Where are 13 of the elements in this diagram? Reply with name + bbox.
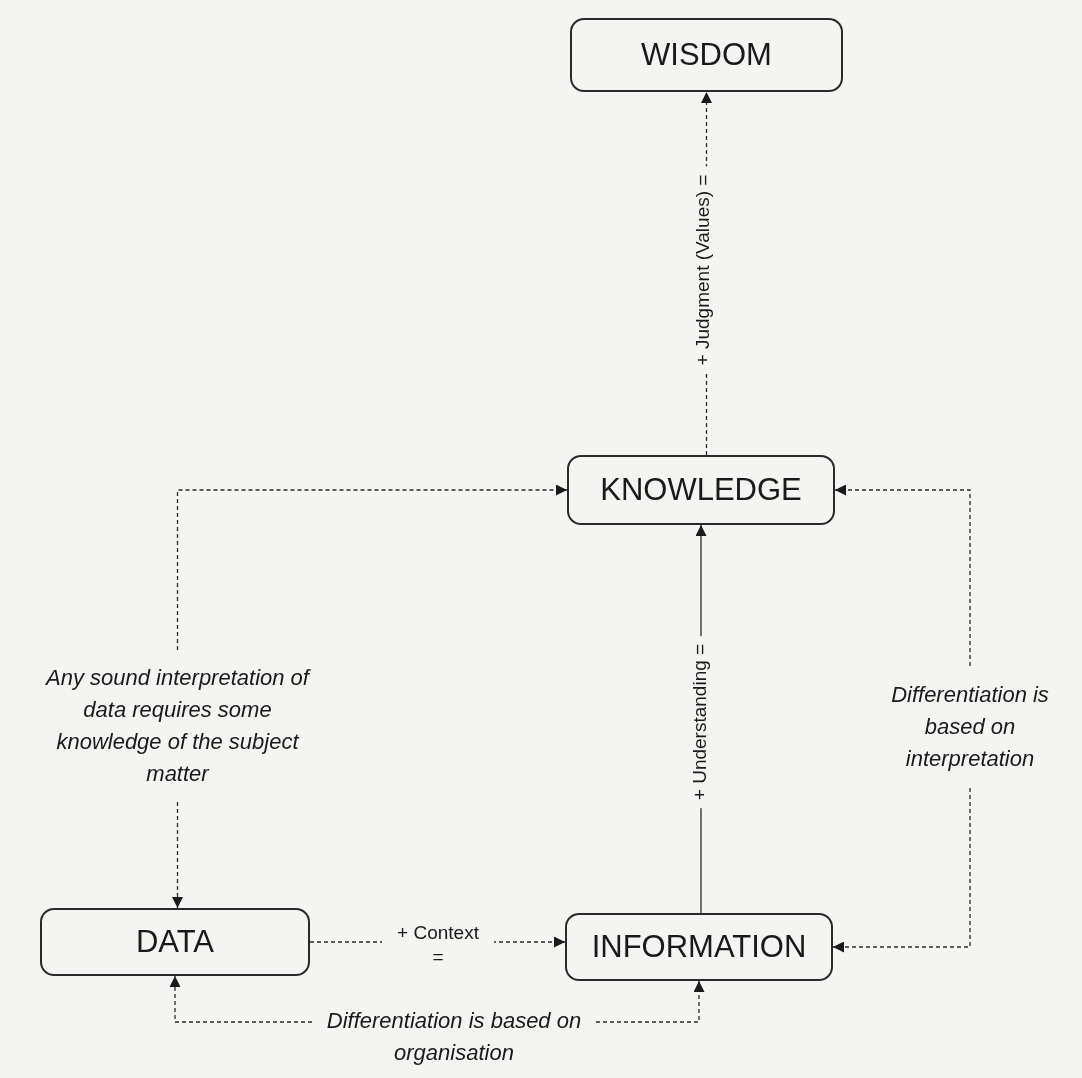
arrow <box>834 484 971 667</box>
arrow <box>832 787 971 953</box>
arrow <box>595 980 705 1023</box>
annotation-text: Differentiation is based on interpretation <box>870 672 1070 782</box>
rounded-box: DATA <box>40 908 310 976</box>
annotation-text: Any sound interpretation of data requires some knowledge of the subject matter <box>40 656 315 796</box>
rounded-box: INFORMATION <box>565 913 833 981</box>
rounded-box: KNOWLEDGE <box>567 455 835 525</box>
annotation-text: Differentiation is based on organisation <box>318 1004 590 1070</box>
arrow <box>172 801 183 909</box>
arrow <box>176 484 568 651</box>
rounded-box: WISDOM <box>570 18 843 92</box>
arrow <box>169 975 313 1023</box>
